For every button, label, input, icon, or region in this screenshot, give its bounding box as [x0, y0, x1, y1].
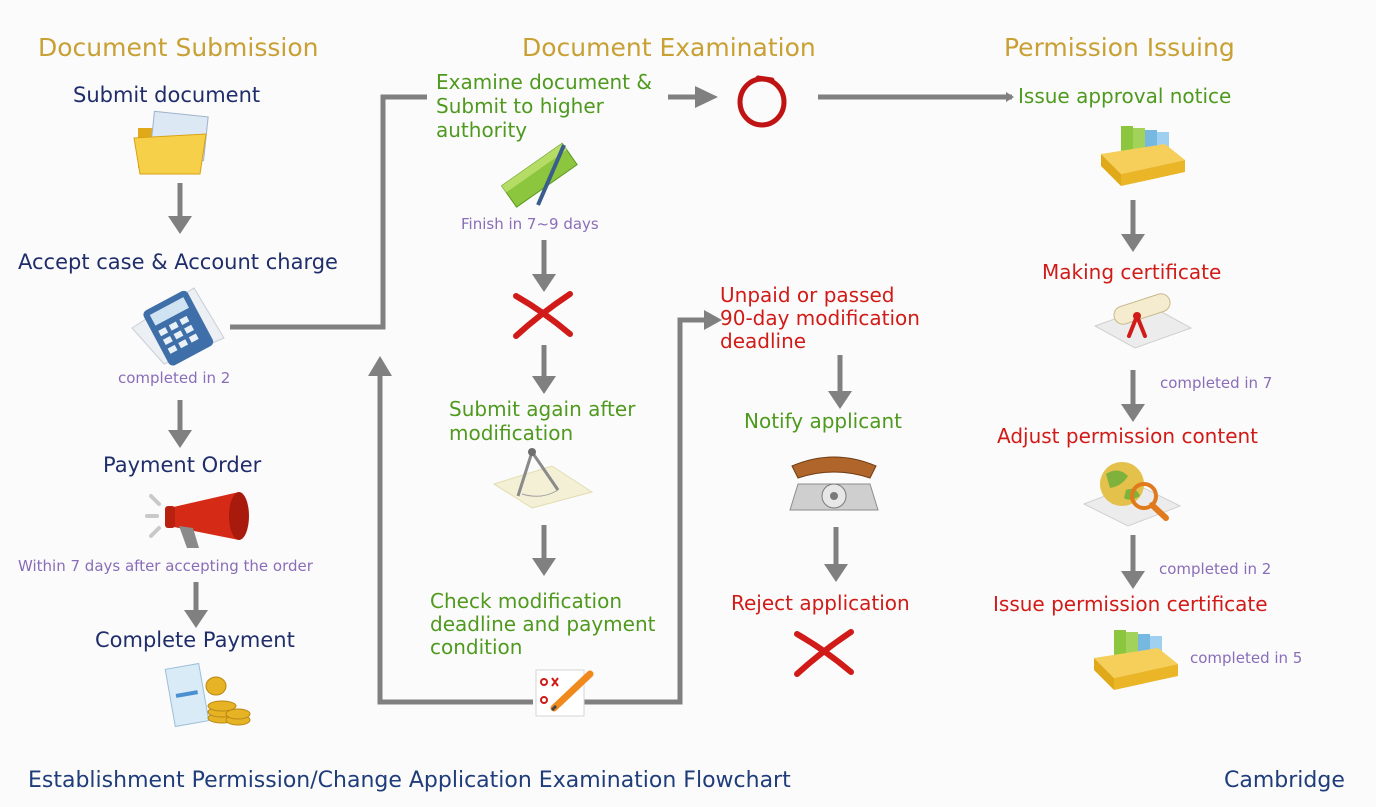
- arrowhead-5: [532, 274, 556, 292]
- note-finish-7-9: Finish in 7~9 days: [461, 215, 599, 233]
- step-examine-line3: authority: [436, 118, 528, 142]
- header-submission: Document Submission: [38, 33, 319, 62]
- step-submit-again-line2: modification: [449, 421, 574, 445]
- arrowhead-8: [368, 356, 392, 376]
- arrowhead-2: [168, 430, 192, 448]
- note-completed-5: completed in 5: [1190, 649, 1303, 667]
- step-unpaid-line2: 90-day modification: [720, 306, 920, 330]
- header-issuing: Permission Issuing: [1004, 33, 1235, 62]
- step-check-line1: Check modification: [430, 589, 623, 613]
- arrowhead-15: [1006, 92, 1014, 102]
- step-unpaid-line3: deadline: [720, 329, 807, 353]
- arrowhead-1: [168, 216, 192, 234]
- step-notify-applicant: Notify applicant: [744, 409, 903, 433]
- connector-loop-back: [377, 372, 533, 705]
- note-completed-2: completed in 2: [118, 369, 231, 387]
- ruler-pen-icon: [500, 142, 578, 208]
- step-complete-payment: Complete Payment: [95, 628, 295, 652]
- money-icon: [164, 662, 251, 728]
- x-mark-icon: [513, 291, 573, 339]
- note-within-7-days: Within 7 days after accepting the order: [18, 557, 313, 575]
- step-check-line3: condition: [430, 635, 523, 659]
- step-examine-line1: Examine document &: [436, 70, 652, 94]
- compass-icon: [492, 448, 594, 509]
- arrowhead-7: [532, 558, 556, 576]
- checklist-pen-icon: [535, 669, 594, 717]
- step-making-certificate: Making certificate: [1042, 260, 1222, 284]
- brand-label: Cambridge: [1224, 768, 1345, 793]
- step-issue-certificate: Issue permission certificate: [993, 592, 1268, 616]
- step-payment-order: Payment Order: [103, 453, 262, 477]
- globe-magnifier-icon: [1082, 462, 1182, 527]
- step-check-line2: deadline and payment: [430, 612, 656, 636]
- step-unpaid-line1: Unpaid or passed: [720, 283, 895, 307]
- step-submit-again-line1: Submit again after: [449, 397, 636, 421]
- arrowhead-11: [824, 564, 848, 582]
- arrowhead-12: [1121, 234, 1145, 252]
- arrowhead-9: [704, 310, 722, 330]
- arrowhead-10: [828, 391, 852, 409]
- file-box-icon: [1094, 630, 1178, 690]
- step-examine-line2: Submit to higher: [436, 94, 604, 118]
- step-reject-application: Reject application: [731, 591, 910, 615]
- folder-icon: [133, 110, 209, 175]
- calculator-icon: [131, 287, 225, 366]
- certificate-scroll-icon: [1093, 293, 1193, 349]
- file-box-icon: [1101, 126, 1185, 186]
- note-completed-2-issuing: completed in 2: [1159, 560, 1272, 578]
- arrowhead-14: [1121, 571, 1145, 589]
- step-submit-document: Submit document: [73, 83, 261, 107]
- header-examination: Document Examination: [522, 33, 816, 62]
- arrowhead-6: [532, 376, 556, 394]
- connector-check-to-unpaid: [578, 317, 708, 705]
- arrowhead-4: [695, 86, 718, 108]
- arrowhead-3: [184, 610, 208, 628]
- step-adjust-permission: Adjust permission content: [997, 424, 1259, 448]
- x-mark-icon: [794, 629, 854, 677]
- note-completed-7: completed in 7: [1160, 374, 1273, 392]
- circle-mark-icon: [737, 75, 787, 128]
- megaphone-icon: [145, 492, 249, 548]
- telephone-icon: [789, 456, 879, 511]
- flowchart-title: Establishment Permission/Change Applicat…: [28, 768, 791, 793]
- step-accept-case: Accept case & Account charge: [18, 250, 338, 274]
- arrowhead-13: [1121, 404, 1145, 422]
- connector-accept-to-examine: [230, 94, 427, 330]
- step-issue-approval: Issue approval notice: [1018, 84, 1232, 108]
